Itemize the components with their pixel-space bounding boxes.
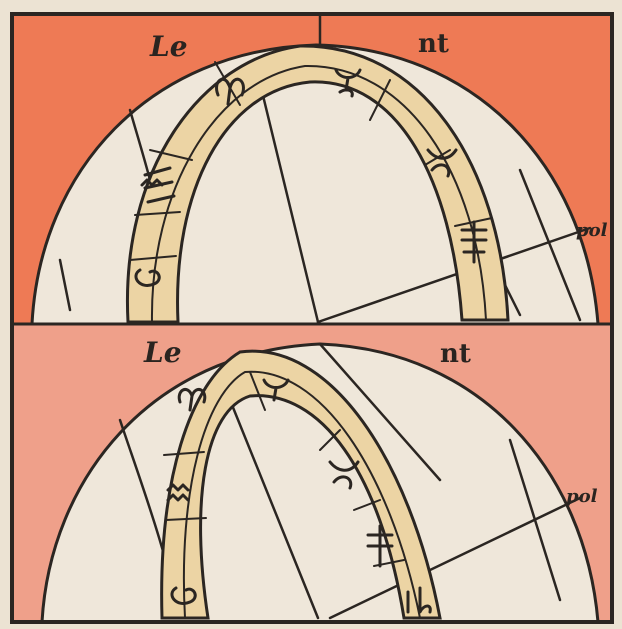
top-panel: Le nt pol: [12, 14, 612, 324]
bottom-label-right: nt: [440, 339, 471, 369]
bottom-label-pole: pol: [566, 486, 598, 507]
top-label-right: nt: [418, 29, 449, 59]
top-label-left: Le: [149, 30, 188, 63]
bottom-panel: Le nt pol: [12, 324, 612, 622]
top-label-pole: pol: [576, 220, 608, 241]
bottom-label-left: Le: [143, 336, 182, 369]
